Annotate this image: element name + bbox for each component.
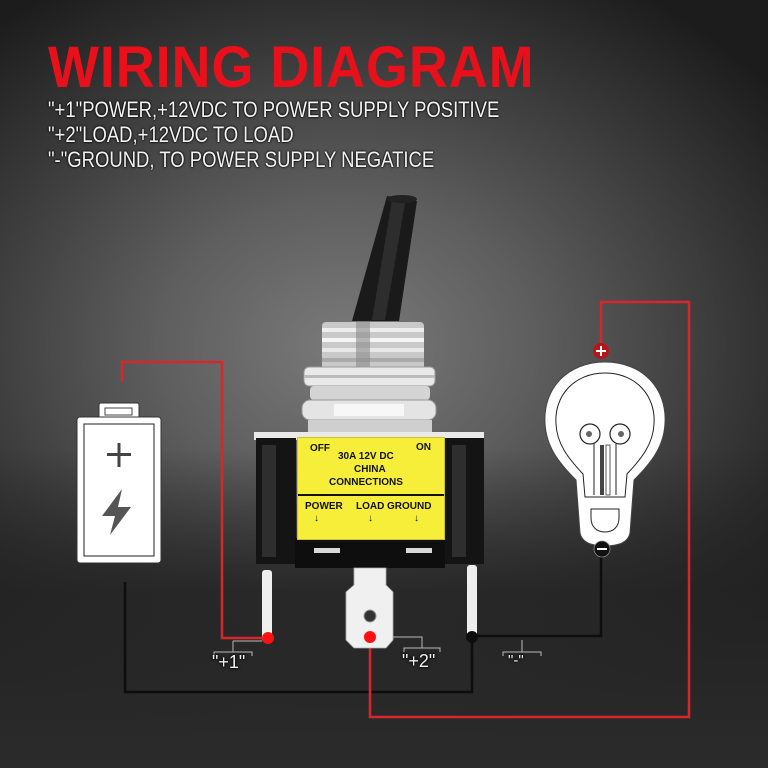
- description-line-ground: "-"GROUND, TO POWER SUPPLY NEGATICE: [48, 147, 435, 172]
- switch-label-plate: OFF ON 30A 12V DC CHINA CONNECTIONS POWE…: [297, 437, 445, 540]
- description-line-power: "+1"POWER,+12VDC TO POWER SUPPLY POSITIV…: [48, 97, 500, 122]
- terminal-label-minus: "-": [508, 652, 524, 669]
- arrow-down-icon: ↓: [368, 513, 373, 524]
- lightning-bolt-icon: [102, 489, 131, 535]
- bulb-negative-terminal-icon: [593, 540, 611, 558]
- on-label: ON: [416, 442, 431, 453]
- plus-icon: [107, 443, 131, 467]
- arrow-down-icon: ↓: [314, 513, 319, 524]
- terminal-load-dot: [364, 631, 376, 643]
- switch-body: [254, 432, 484, 568]
- power-terminal-label: POWER: [305, 501, 343, 512]
- connections-label: CONNECTIONS: [329, 477, 403, 488]
- terminal-ground-dot: [466, 631, 478, 643]
- arrow-down-icon: ↓: [414, 513, 419, 524]
- terminal-label-plus1: "+1": [212, 652, 246, 672]
- red-wire-power: [120, 360, 266, 640]
- terminal-power-blade: [262, 570, 272, 642]
- description-line-load: "+2"LOAD,+12VDC TO LOAD: [48, 122, 294, 147]
- label-brackets: [213, 636, 542, 656]
- terminal-power-dot: [262, 632, 274, 644]
- threaded-bushing: [301, 322, 437, 432]
- black-wire-ground: [123, 556, 603, 694]
- rating-label: 30A 12V DC: [338, 451, 394, 462]
- light-bulb-icon: [544, 361, 666, 547]
- toggle-lever: [352, 195, 417, 321]
- battery-icon: [76, 402, 162, 564]
- bulb-positive-terminal-icon: [593, 343, 609, 359]
- load-terminal-label: LOAD: [356, 501, 385, 512]
- page-title: WIRING DIAGRAM: [48, 35, 535, 100]
- origin-label: CHINA: [354, 464, 386, 475]
- red-wire-load: [368, 300, 691, 719]
- off-label: OFF: [310, 443, 330, 454]
- plate-divider: [298, 494, 444, 496]
- terminal-label-plus2: "+2": [402, 651, 436, 671]
- terminal-ground-blade: [467, 565, 477, 640]
- terminal-load-blade: [345, 567, 394, 649]
- ground-terminal-label: GROUND: [387, 501, 432, 512]
